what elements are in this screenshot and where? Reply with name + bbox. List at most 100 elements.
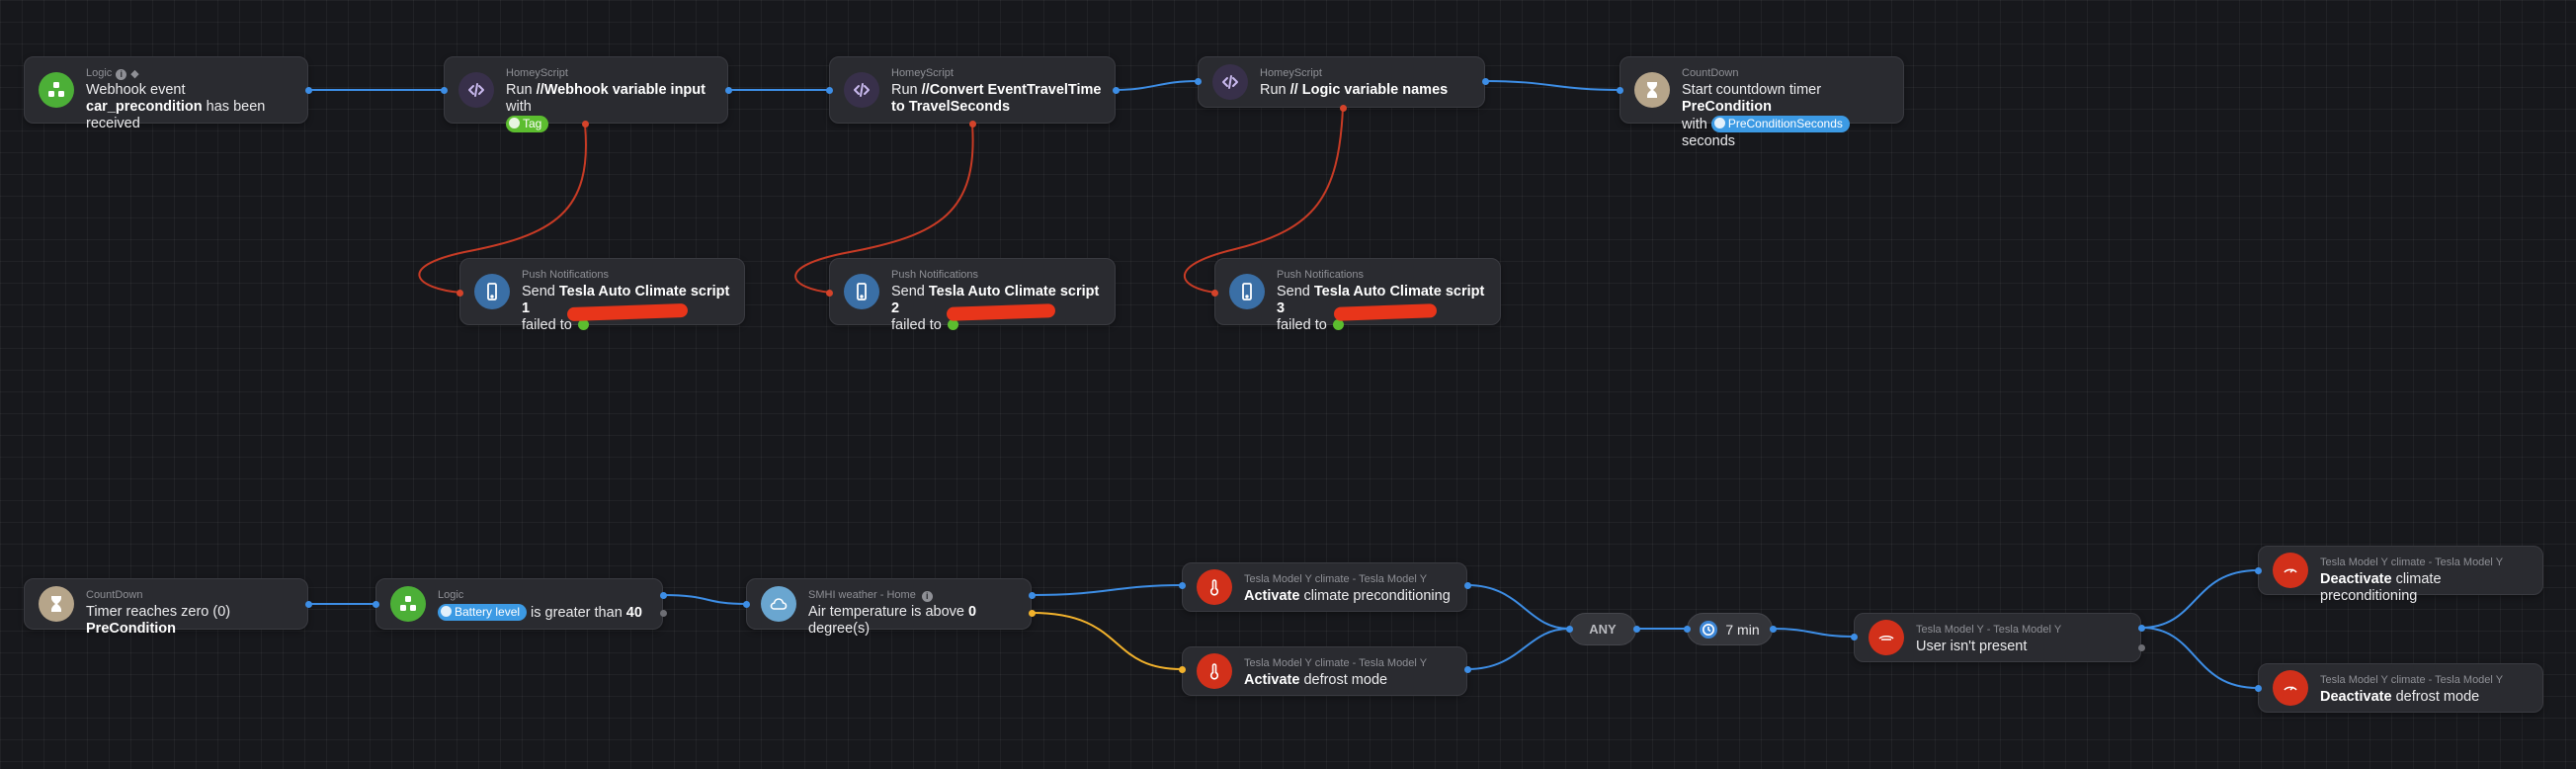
input-port[interactable] [742,600,750,608]
card-text: Start countdown timer [1682,82,1822,98]
card-activate-defrost-mode[interactable]: Tesla Model Y climate - Tesla Model Y Ac… [1182,646,1467,696]
error-port[interactable] [968,120,976,128]
input-port[interactable] [1616,86,1623,94]
delay-node[interactable]: 7 min [1687,613,1773,645]
wire-script3-to-countdown [1484,80,1620,91]
true-port[interactable] [1028,591,1036,599]
webhook-event-name: car_precondition [86,99,203,115]
threshold-value: 0 [968,604,977,620]
card-app-name: Tesla Model Y climate - Tesla Model Y [1244,573,1428,585]
input-port[interactable] [1565,625,1573,633]
false-port[interactable] [659,609,667,617]
input-port[interactable] [456,289,463,297]
output-port[interactable] [1632,625,1640,633]
any-label: ANY [1589,622,1617,637]
output-port[interactable] [1769,625,1777,633]
action-verb: Activate [1244,672,1300,688]
output-port[interactable] [1112,86,1120,94]
card-text: Webhook event [86,82,186,98]
card-text: Run [891,82,922,98]
timer-name: PreCondition [86,621,177,637]
false-port[interactable] [1028,609,1036,617]
card-push-notification-1[interactable]: Push Notifications Send Tesla Auto Clima… [459,258,745,333]
card-script-webhook-input[interactable]: HomeyScript Run //Webhook variable input… [444,56,728,132]
card-start-countdown[interactable]: CountDown Start countdown timer PreCondi… [1620,56,1904,149]
card-push-notification-2[interactable]: Push Notifications Send Tesla Auto Clima… [829,258,1116,333]
card-text: User isn't present [1916,639,2028,654]
output-port[interactable] [1463,581,1471,589]
input-port[interactable] [825,289,833,297]
tag-token[interactable]: Tag [506,116,549,132]
card-activate-climate-preconditioning[interactable]: Tesla Model Y climate - Tesla Model Y Ac… [1182,562,1467,612]
input-port[interactable] [2254,566,2262,574]
output-port[interactable] [1463,665,1471,673]
card-user-not-present[interactable]: Tesla Model Y - Tesla Model Y User isn't… [1854,613,2141,662]
card-script-logic-variables[interactable]: HomeyScript Run // Logic variable names [1198,56,1485,108]
card-timer-reaches-zero[interactable]: CountDown Timer reaches zero (0) PreCond… [24,578,308,637]
notification-message: Tesla Auto Climate script 1 [522,284,730,316]
card-text: failed to [522,317,576,333]
input-port[interactable] [1178,665,1186,673]
info-icon[interactable]: i [921,589,933,603]
card-text: failed to [1277,317,1331,333]
tag-token[interactable]: Battery level [438,604,528,621]
card-battery-level-condition[interactable]: Logic Battery level is greater than 40 [375,578,663,630]
wire-battery-to-weather [662,594,747,605]
threshold-value: 40 [625,605,642,621]
any-junction[interactable]: ANY [1569,613,1636,645]
card-push-notification-3[interactable]: Push Notifications Send Tesla Auto Clima… [1214,258,1501,333]
card-app-name: Logic [438,589,464,601]
tag-token[interactable]: PreConditionSeconds [1710,116,1850,132]
delay-label: 7 min [1725,621,1760,638]
true-port[interactable] [2137,624,2145,632]
card-app-name: Tesla Model Y climate - Tesla Model Y [2320,556,2504,568]
input-port[interactable] [1683,625,1691,633]
output-port[interactable] [1481,77,1489,85]
input-port[interactable] [1194,77,1202,85]
card-deactivate-climate-preconditioning[interactable]: Tesla Model Y climate - Tesla Model Y De… [2258,546,2543,604]
input-port[interactable] [1178,581,1186,589]
output-port[interactable] [304,600,312,608]
card-script-convert-time[interactable]: HomeyScript Run //Convert EventTravelTim… [829,56,1116,124]
info-icon[interactable]: i [116,67,127,81]
card-text: Run [1260,82,1290,98]
cloud-icon [761,586,796,622]
hourglass-icon [39,586,74,622]
action-verb: Deactivate [2320,689,2392,705]
error-port[interactable] [1339,104,1347,112]
code-icon [844,72,879,108]
card-text: failed to [891,317,946,333]
wire-script2-to-script3 [1115,80,1199,91]
false-port[interactable] [2137,643,2145,651]
thermometer-icon [2273,553,2308,588]
card-deactivate-defrost-mode[interactable]: Tesla Model Y climate - Tesla Model Y De… [2258,663,2543,713]
input-port[interactable] [1850,633,1858,641]
wire-user-to-deactivate-climate [2140,569,2259,629]
input-port[interactable] [440,86,448,94]
card-text: Send [891,284,929,299]
notification-message: Tesla Auto Climate script 2 [891,284,1100,316]
output-port[interactable] [724,86,732,94]
input-port[interactable] [2254,684,2262,692]
input-port[interactable] [372,600,379,608]
timer-name: PreCondition [1682,99,1773,115]
card-text: Timer reaches zero (0) [86,604,231,620]
user-avatar-icon [577,319,589,330]
input-port[interactable] [825,86,833,94]
card-text: with [1682,117,1711,132]
card-text: climate preconditioning [1299,588,1451,604]
error-port[interactable] [581,120,589,128]
input-port[interactable] [1210,289,1218,297]
thermometer-icon [1197,653,1232,689]
output-port[interactable] [304,86,312,94]
card-app-name: SMHI weather - Home [808,589,916,601]
wire-delay-to-user-present [1772,628,1855,638]
card-app-name: CountDown [86,589,143,601]
phone-icon [1229,274,1265,309]
true-port[interactable] [659,591,667,599]
thermometer-icon [1197,569,1232,605]
tag-icon[interactable]: ◆ [130,68,139,80]
code-icon [458,72,494,108]
